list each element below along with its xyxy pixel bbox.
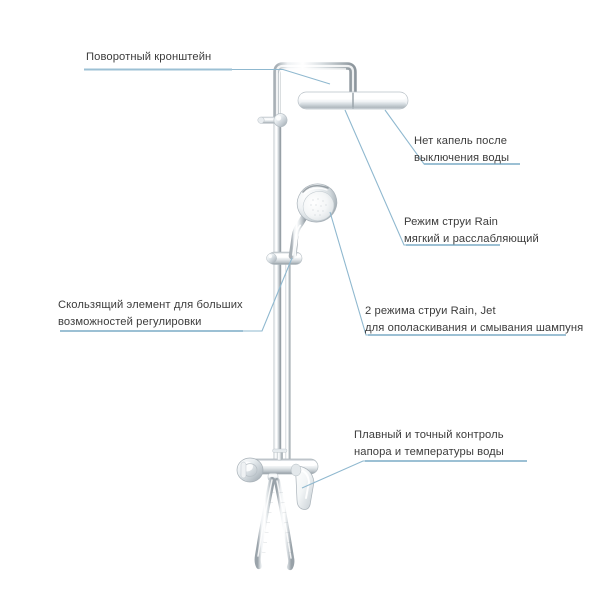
wall-bracket	[257, 113, 288, 128]
callout-line-2: выключения воды	[414, 152, 510, 164]
callout-line-2: мягкий и расслабляющий	[404, 233, 539, 245]
riser-feed-pipe	[285, 262, 291, 470]
callout-line-1: Плавный и точный контроль	[354, 429, 504, 441]
leader-line-swivel-bracket	[84, 68, 331, 85]
shower-hose	[254, 476, 295, 571]
callout-line-2: возможностей регулировки	[58, 316, 202, 328]
callout-line-1: 2 режима струи Rain, Jet	[365, 305, 496, 317]
callout-line-1: Нет капель после	[414, 135, 508, 147]
leader-line-flow-control	[301, 460, 527, 489]
head-shower	[297, 91, 409, 110]
diverter-knob	[236, 457, 264, 483]
callout-line-1: Режим струи Rain	[404, 216, 498, 228]
callout-line-2: для ополаскивания и смывания шампуня	[365, 322, 584, 334]
callout-label-slider-element: Скользящий элемент для больших возможнос…	[58, 297, 243, 331]
mixer-lever	[290, 463, 315, 510]
callout-label-two-spray-modes: 2 режима струи Rain, Jet для ополаскиван…	[365, 303, 583, 337]
callout-label-swivel-bracket: Поворотный кронштейн	[86, 49, 211, 66]
callout-label-no-drip: Нет капель после выключения воды	[414, 133, 509, 167]
callout-line-1: Поворотный кронштейн	[86, 51, 212, 63]
hand-shower	[288, 183, 338, 260]
callout-line-2: напора и температуры воды	[354, 446, 504, 458]
callout-line-1: Скользящий элемент для больших	[58, 299, 243, 311]
callout-label-flow-control: Плавный и точный контроль напора и темпе…	[354, 427, 504, 461]
callout-label-rain-mode: Режим струи Rain мягкий и расслабляющий	[404, 214, 539, 248]
